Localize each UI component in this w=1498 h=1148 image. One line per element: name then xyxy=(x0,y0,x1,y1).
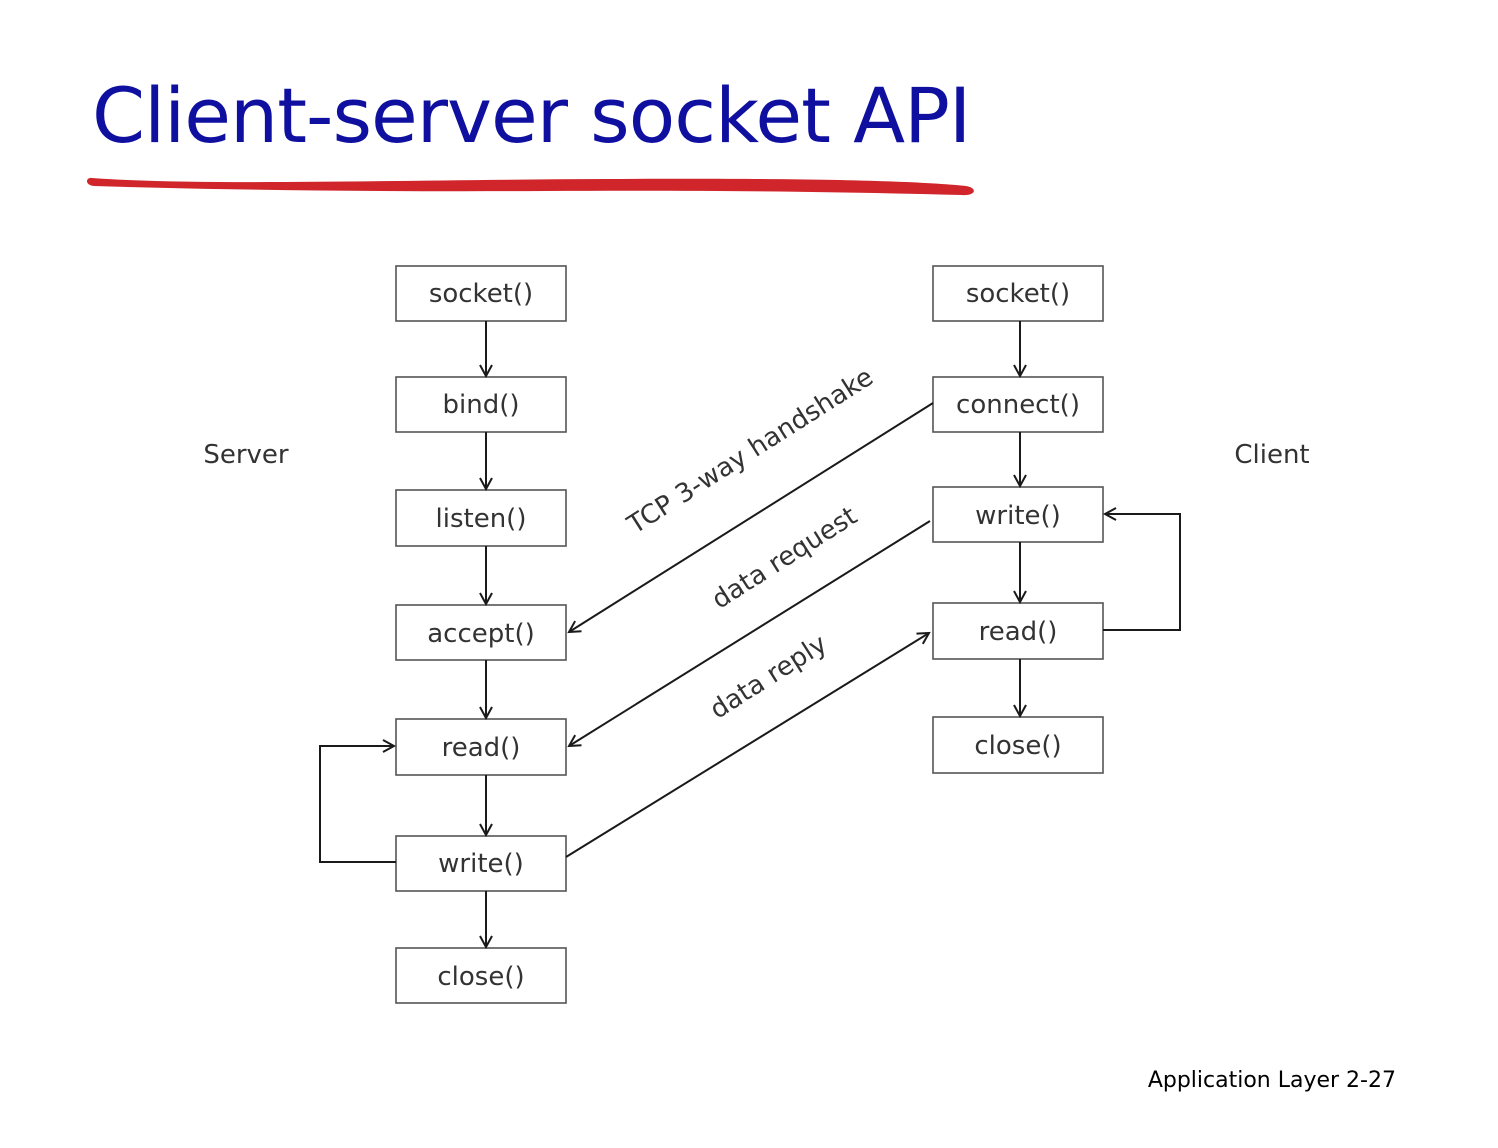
client-connect-label: connect() xyxy=(956,390,1080,420)
client-write-label: write() xyxy=(975,501,1061,531)
client-read-box: read() xyxy=(932,602,1104,660)
data-reply-label: data reply xyxy=(705,629,832,725)
client-label: Client xyxy=(1234,440,1309,470)
client-loop-read-to-write xyxy=(1102,507,1181,631)
server-loop-write-to-read xyxy=(319,739,397,863)
client-write-box: write() xyxy=(932,486,1104,543)
server-accept-box: accept() xyxy=(395,604,567,661)
slide-footer: Application Layer 2-27 xyxy=(1147,1068,1396,1093)
server-bind-box: bind() xyxy=(395,376,567,433)
client-socket-box: socket() xyxy=(932,265,1104,322)
client-connect-box: connect() xyxy=(932,376,1104,433)
data-request-arrow xyxy=(567,520,931,748)
client-socket-label: socket() xyxy=(966,279,1070,309)
client-close-label: close() xyxy=(974,731,1061,761)
server-listen-box: listen() xyxy=(395,489,567,547)
server-read-box: read() xyxy=(395,718,567,776)
data-reply-arrow xyxy=(565,631,931,858)
handshake-arrow xyxy=(567,402,934,634)
title-underline xyxy=(87,177,974,196)
client-read-label: read() xyxy=(979,617,1058,647)
server-label: Server xyxy=(203,440,289,470)
server-write-label: write() xyxy=(438,849,524,879)
server-write-box: write() xyxy=(395,835,567,892)
data-request-label: data request xyxy=(707,501,863,615)
server-bind-label: bind() xyxy=(443,390,520,420)
server-close-box: close() xyxy=(395,947,567,1004)
client-close-box: close() xyxy=(932,716,1104,774)
server-accept-label: accept() xyxy=(427,619,535,649)
server-socket-box: socket() xyxy=(395,265,567,322)
server-read-label: read() xyxy=(442,733,521,763)
server-close-label: close() xyxy=(437,962,524,992)
server-socket-label: socket() xyxy=(429,279,533,309)
server-listen-label: listen() xyxy=(436,504,527,534)
slide-title: Client-server socket API xyxy=(92,71,971,160)
